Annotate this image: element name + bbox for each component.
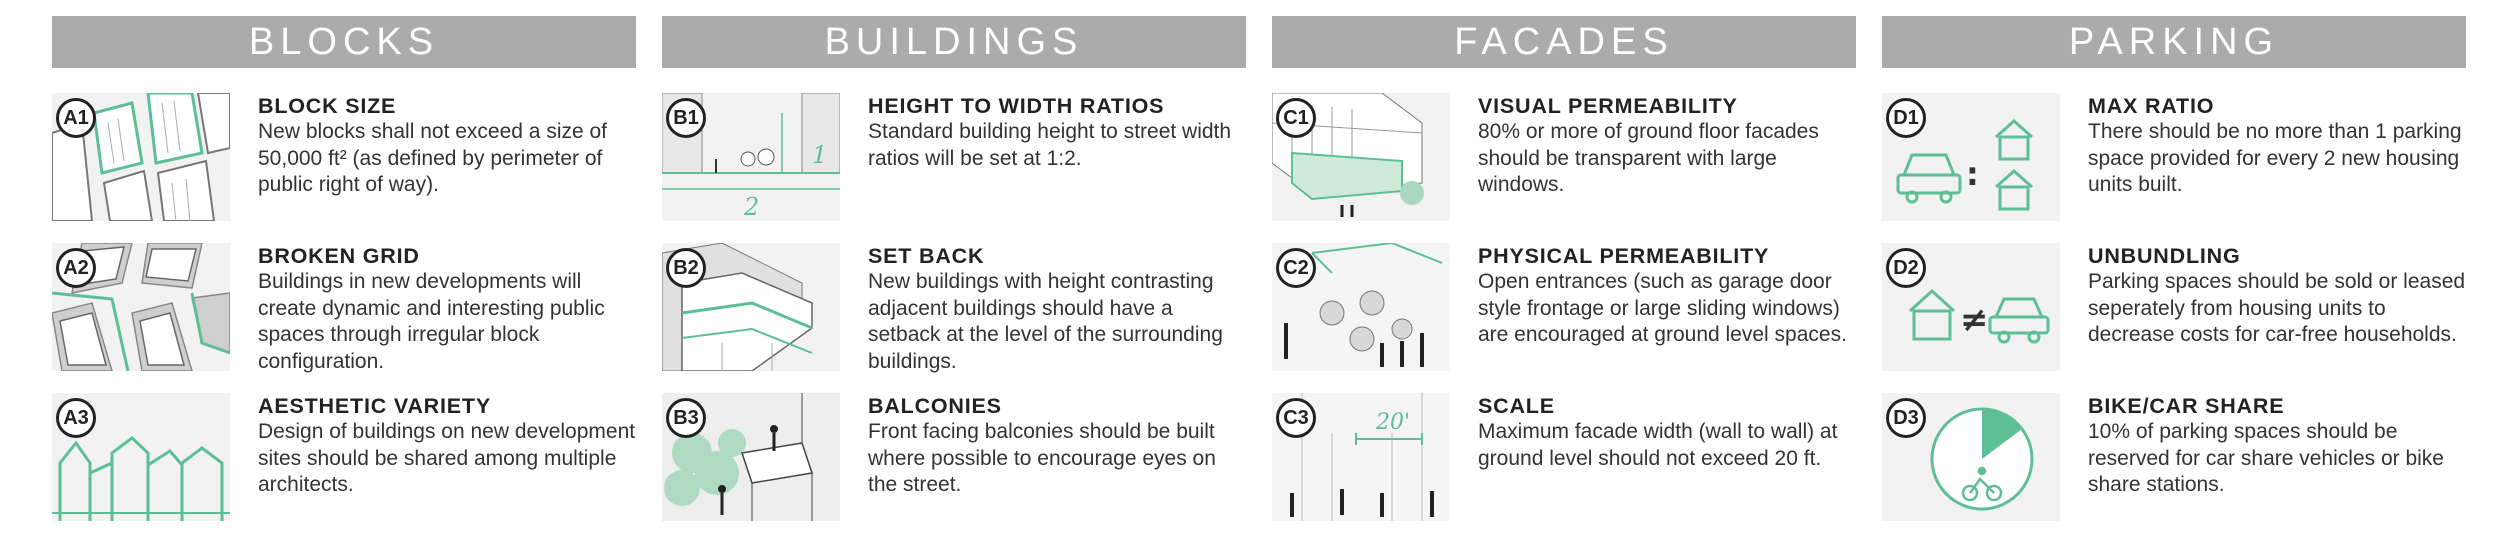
setback-illustration: B2 <box>662 243 840 371</box>
item-text: BALCONIES Front facing balconies should … <box>868 393 1246 499</box>
guideline-item: B2 SET BACK New buildings with height co… <box>662 243 1246 393</box>
pie-icon <box>1930 407 2034 511</box>
column-header: BUILDINGS <box>662 16 1246 68</box>
broken-grid-illustration: A2 <box>52 243 230 371</box>
item-title: SET BACK <box>868 244 985 268</box>
column-facades: FACADES C1 VISUAL PERME <box>1272 16 1856 543</box>
item-body: New blocks shall not exceed a size of 50… <box>258 120 608 196</box>
badge: B2 <box>666 248 706 288</box>
item-body: There should be no more than 1 parking s… <box>2088 120 2462 196</box>
guideline-item: : D1 MAX RATIO There should be no more t… <box>1882 93 2466 243</box>
item-body: 80% or more of ground floor facades shou… <box>1478 120 1819 196</box>
item-text: VISUAL PERMEABILITY 80% or more of groun… <box>1478 93 1856 199</box>
house-icon <box>1995 118 2033 161</box>
item-title: AESTHETIC VARIETY <box>258 394 491 418</box>
item-title: MAX RATIO <box>2088 94 2215 118</box>
house-icon <box>1995 168 2033 211</box>
height-ratio-label: 1 <box>812 141 827 169</box>
max-ratio-illustration: : D1 <box>1882 93 2060 221</box>
item-text: MAX RATIO There should be no more than 1… <box>2088 93 2466 199</box>
column-buildings: BUILDINGS 1 2 B1 HEIGHT TO WIDT <box>662 16 1246 543</box>
physical-permeability-illustration: C2 <box>1272 243 1450 371</box>
badge: A2 <box>56 248 96 288</box>
ratio-colon: : <box>1966 155 1979 193</box>
guideline-item: D3 BIKE/CAR SHARE 10% of parking spaces … <box>1882 393 2466 543</box>
guideline-item: 20' C3 SCALE Maximum facade width (wall … <box>1272 393 1856 543</box>
badge: B1 <box>666 98 706 138</box>
guidelines-grid: BLOCKS <box>52 16 2466 543</box>
item-text: AESTHETIC VARIETY Design of buildings on… <box>258 393 636 499</box>
item-body: Parking spaces should be sold or leased … <box>2088 270 2466 346</box>
item-body: 10% of parking spaces should be reserved… <box>2088 420 2444 496</box>
item-body: Standard building height to street width… <box>868 120 1232 170</box>
item-text: BIKE/CAR SHARE 10% of parking spaces sho… <box>2088 393 2466 499</box>
item-title: UNBUNDLING <box>2088 244 2241 268</box>
guideline-item: A1 BLOCK SIZE New blocks shall not excee… <box>52 93 636 243</box>
column-header: FACADES <box>1272 16 1856 68</box>
guideline-item: ≠ D2 UNBUNDLING Parking spaces should be… <box>1882 243 2466 393</box>
scale-illustration: 20' C3 <box>1272 393 1450 521</box>
guideline-item: A2 BROKEN GRID Buildings in new developm… <box>52 243 636 393</box>
item-text: SET BACK New buildings with height contr… <box>868 243 1246 375</box>
height-width-illustration: 1 2 B1 <box>662 93 840 221</box>
item-body: Open entrances (such as garage door styl… <box>1478 270 1847 346</box>
guideline-item: B3 BALCONIES Front facing balconies shou… <box>662 393 1246 543</box>
item-text: BLOCK SIZE New blocks shall not exceed a… <box>258 93 636 199</box>
badge: D1 <box>1886 98 1926 138</box>
item-title: VISUAL PERMEABILITY <box>1478 94 1738 118</box>
badge: C3 <box>1276 398 1316 438</box>
item-title: BLOCK SIZE <box>258 94 397 118</box>
item-text: HEIGHT TO WIDTH RATIOS Standard building… <box>868 93 1246 172</box>
guideline-item: C2 PHYSICAL PERMEABILITY Open entrances … <box>1272 243 1856 393</box>
column-parking: PARKING : <box>1882 16 2466 543</box>
column-blocks: BLOCKS <box>52 16 636 543</box>
item-title: SCALE <box>1478 394 1555 418</box>
item-text: PHYSICAL PERMEABILITY Open entrances (su… <box>1478 243 1856 349</box>
item-title: BALCONIES <box>868 394 1002 418</box>
guideline-item: C1 VISUAL PERMEABILITY 80% or more of gr… <box>1272 93 1856 243</box>
car-icon <box>1896 153 1962 204</box>
badge: A1 <box>56 98 96 138</box>
item-text: BROKEN GRID Buildings in new development… <box>258 243 636 375</box>
not-equal-sign: ≠ <box>1960 300 1989 340</box>
item-body: Buildings in new developments will creat… <box>258 270 605 373</box>
block-size-illustration: A1 <box>52 93 230 221</box>
item-title: BIKE/CAR SHARE <box>2088 394 2285 418</box>
item-title: BROKEN GRID <box>258 244 420 268</box>
guideline-item: A3 AESTHETIC VARIETY Design of buildings… <box>52 393 636 543</box>
item-body: New buildings with height contrasting ad… <box>868 270 1223 373</box>
bike-icon <box>1961 466 2003 502</box>
car-icon <box>1988 297 2050 344</box>
unbundling-illustration: ≠ D2 <box>1882 243 2060 371</box>
balconies-illustration: B3 <box>662 393 840 521</box>
badge: C1 <box>1276 98 1316 138</box>
item-title: HEIGHT TO WIDTH RATIOS <box>868 94 1165 118</box>
item-body: Front facing balconies should be built w… <box>868 420 1216 496</box>
item-text: SCALE Maximum facade width (wall to wall… <box>1478 393 1856 472</box>
visual-permeability-illustration: C1 <box>1272 93 1450 221</box>
width-ratio-label: 2 <box>743 193 759 221</box>
guideline-item: 1 2 B1 HEIGHT TO WIDTH RATIOS Standard b… <box>662 93 1246 243</box>
item-text: UNBUNDLING Parking spaces should be sold… <box>2088 243 2466 349</box>
badge: B3 <box>666 398 706 438</box>
badge: C2 <box>1276 248 1316 288</box>
item-title: PHYSICAL PERMEABILITY <box>1478 244 1770 268</box>
badge: D2 <box>1886 248 1926 288</box>
house-icon <box>1908 288 1956 341</box>
badge: A3 <box>56 398 96 438</box>
column-header: BLOCKS <box>52 16 636 68</box>
item-body: Design of buildings on new development s… <box>258 420 636 496</box>
column-header: PARKING <box>1882 16 2466 68</box>
item-body: Maximum facade width (wall to wall) at g… <box>1478 420 1838 470</box>
aesthetic-variety-illustration: A3 <box>52 393 230 521</box>
bike-car-share-illustration: D3 <box>1882 393 2060 521</box>
badge: D3 <box>1886 398 1926 438</box>
scale-width-label: 20' <box>1375 410 1410 435</box>
